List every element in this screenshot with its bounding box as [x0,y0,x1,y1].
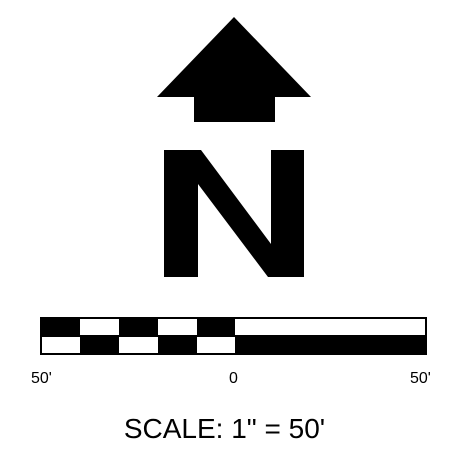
scale-tick-label-right: 50' [410,370,431,387]
north-letter-n [164,150,304,277]
arrow-head [157,17,311,97]
arrow-shaft [194,95,275,122]
scale-segment [119,318,158,336]
scale-caption: SCALE: 1" = 50' [123,413,326,444]
scale-bar [40,317,427,355]
scale-segment [158,336,197,354]
scale-segment [235,336,426,354]
scale-tick-label-zero: 0 [229,370,238,387]
north-arrow-graphic [40,17,427,355]
scale-tick-label-left: 50' [31,370,52,387]
scale-segment [80,336,119,354]
scale-segment [41,318,80,336]
north-letter-shape [164,150,304,277]
up-arrow-icon [157,17,311,122]
scale-segment [197,318,235,336]
